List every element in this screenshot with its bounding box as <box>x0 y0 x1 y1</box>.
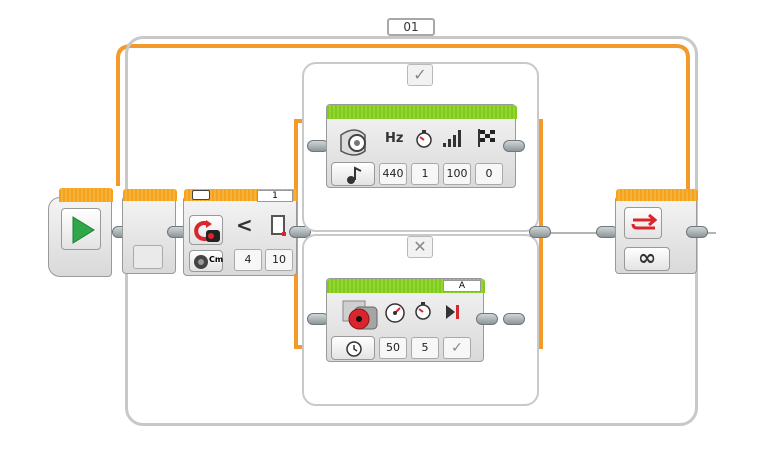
sound-header <box>327 105 517 119</box>
compare-type[interactable]: < <box>236 213 253 237</box>
motor-mode-button[interactable] <box>331 336 375 360</box>
frequency-value[interactable]: 440 <box>379 163 407 185</box>
loop-arrows-icon <box>631 213 658 230</box>
sequence-plug[interactable] <box>503 140 525 152</box>
sensor-mode-button[interactable] <box>189 215 223 245</box>
sound-block[interactable]: Hz 440 1 100 0 <box>326 104 517 188</box>
loop-name-label[interactable]: 01 <box>387 18 435 36</box>
sequence-plug[interactable] <box>503 313 525 325</box>
start-block[interactable] <box>48 188 113 277</box>
sound-mode-button[interactable] <box>331 162 375 186</box>
power-value[interactable]: 50 <box>379 337 407 359</box>
clock-mode-icon <box>346 341 362 357</box>
ultrasonic-compare-icon <box>194 220 220 242</box>
duration-value[interactable]: 1 <box>411 163 439 185</box>
timer-icon <box>416 130 432 148</box>
start-block-header <box>59 188 113 202</box>
sequence-plug[interactable] <box>476 313 498 325</box>
seconds-value[interactable]: 5 <box>411 337 439 359</box>
loop-end-header <box>616 189 698 201</box>
medium-motor-icon <box>342 300 378 330</box>
case-false-tab[interactable]: ✕ <box>407 236 433 258</box>
unit-label: Cm <box>209 255 224 264</box>
switch-exit-plug[interactable] <box>529 226 551 238</box>
brake-icon <box>446 305 459 319</box>
port-selector[interactable]: 1 <box>257 190 293 202</box>
threshold-marker-icon <box>271 215 286 236</box>
loop-index-output[interactable] <box>133 245 163 269</box>
port-view-icon[interactable] <box>192 190 210 200</box>
infinity-icon[interactable]: ∞ <box>624 247 670 271</box>
start-button[interactable] <box>61 208 101 250</box>
ultrasonic-sensor-icon <box>194 255 208 269</box>
hz-label: Hz <box>385 131 404 146</box>
play-type-value[interactable]: 0 <box>475 163 503 185</box>
note-icon <box>347 166 362 184</box>
sequence-plug[interactable] <box>289 226 311 238</box>
play-icon <box>72 216 95 244</box>
unit-selector[interactable]: Cm <box>189 250 223 272</box>
checkered-flag-icon <box>478 129 495 147</box>
case-true-tab[interactable]: ✓ <box>407 64 433 86</box>
speedometer-icon <box>385 303 405 323</box>
compare-type-value[interactable]: 4 <box>234 249 262 271</box>
timer-icon <box>415 302 431 320</box>
threshold-value[interactable]: 10 <box>265 249 293 271</box>
loop-interrupt-button[interactable] <box>624 207 662 239</box>
brake-at-end-value[interactable]: ✓ <box>443 337 471 359</box>
loop-start-header <box>123 189 177 201</box>
volume-bars-icon <box>443 130 461 147</box>
sequence-plug[interactable] <box>686 226 708 238</box>
loop-end-block[interactable]: ∞ <box>615 189 698 274</box>
volume-value[interactable]: 100 <box>443 163 471 185</box>
speaker-icon <box>335 125 375 159</box>
port-selector[interactable]: A <box>443 280 481 292</box>
switch-block[interactable]: 1 < Cm 4 10 <box>183 189 298 276</box>
motor-block[interactable]: A 50 5 ✓ <box>326 278 485 362</box>
